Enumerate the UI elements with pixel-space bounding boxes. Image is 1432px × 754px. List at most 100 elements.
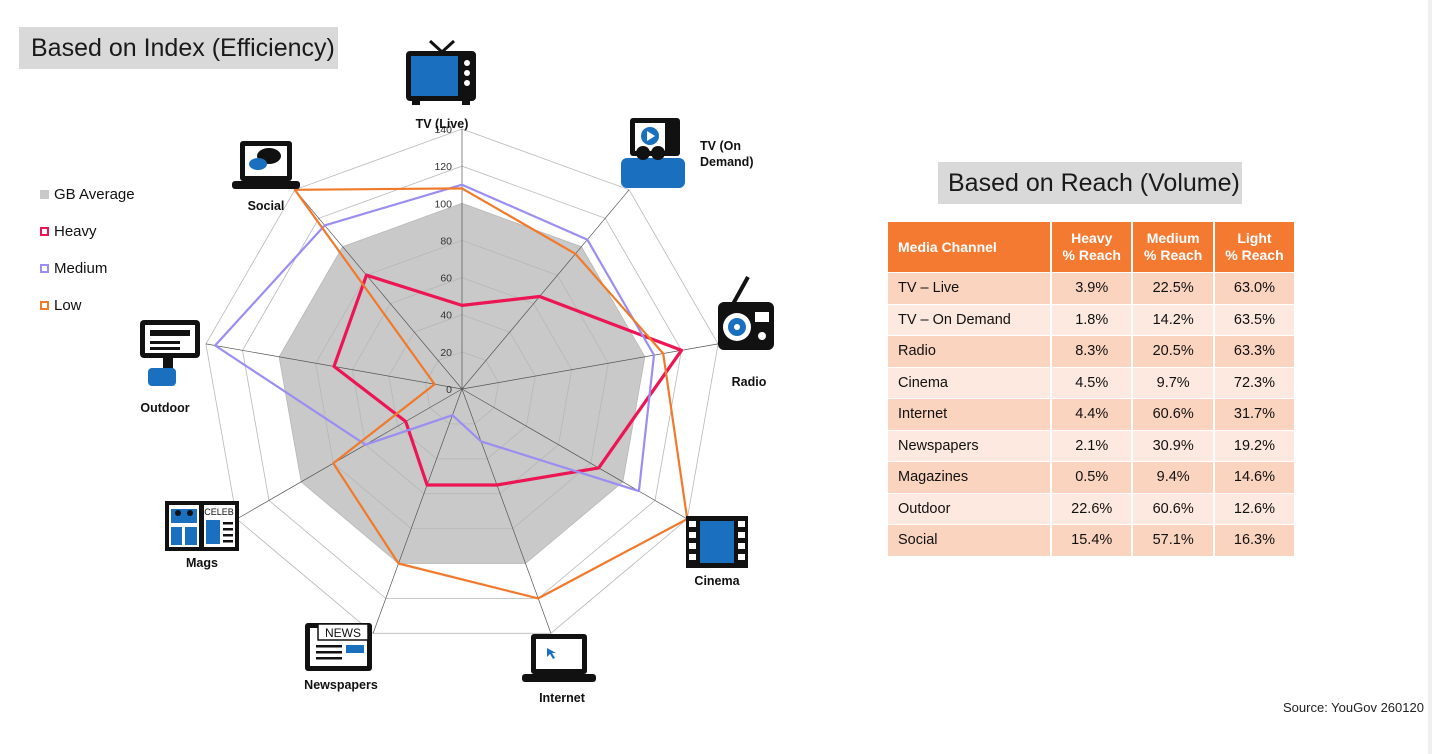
grid-ring: [278, 202, 646, 564]
reach-cell: 57.1%: [1133, 524, 1215, 556]
channel-cell: Cinema: [888, 366, 1052, 398]
tv-icon: [406, 39, 476, 105]
legend-swatch: [40, 301, 49, 310]
column-header: Light% Reach: [1214, 222, 1294, 272]
reach-cell: 63.3%: [1214, 335, 1294, 367]
tick-label: 140: [434, 124, 452, 136]
tick-label: 40: [440, 310, 452, 322]
grid-ring: [388, 314, 536, 460]
channel-cell: Social: [888, 524, 1052, 556]
reach-cell: 63.5%: [1214, 303, 1294, 335]
svg-text:CELEB: CELEB: [204, 507, 234, 517]
channel-cell: TV – On Demand: [888, 303, 1052, 335]
column-header-text: % Reach: [1062, 247, 1121, 263]
category-label-internet: Internet: [539, 691, 586, 705]
billboard-icon: [140, 320, 200, 386]
tick-label: 20: [440, 347, 452, 359]
legend-swatch: [40, 190, 49, 199]
tick-label: 80: [440, 235, 452, 247]
legend-label: Heavy: [54, 223, 97, 240]
scrollbar-track[interactable]: [1428, 0, 1432, 754]
grid-ring: [242, 165, 682, 599]
reach-cell: 15.4%: [1052, 524, 1134, 556]
category-label-radio: Radio: [732, 375, 767, 389]
reach-cell: 60.6%: [1133, 492, 1215, 524]
axis-spoke: [461, 189, 630, 390]
channel-cell: Internet: [888, 398, 1052, 430]
index-title: Based on Index (Efficiency): [19, 27, 338, 69]
grid-ring: [315, 239, 609, 529]
reach-cell: 9.7%: [1133, 366, 1215, 398]
column-header-text: Heavy: [1071, 230, 1113, 246]
tick-label: 100: [434, 198, 452, 210]
axis-spoke: [461, 343, 719, 390]
reach-cell: 14.6%: [1214, 461, 1294, 493]
reach-cell: 1.8%: [1052, 303, 1134, 335]
legend-swatch: [40, 264, 49, 273]
reach-cell: 12.6%: [1214, 492, 1294, 524]
newspaper-icon: NEWS: [305, 623, 372, 671]
legend-item-gb-average: GB Average: [40, 176, 135, 213]
laptop-icon: [522, 634, 596, 682]
tick-label: 60: [440, 273, 452, 285]
tv-on-demand-icon: [621, 118, 685, 188]
axis-spoke: [236, 388, 463, 520]
legend-label: Low: [54, 297, 82, 314]
category-label-tv-live: TV (Live): [416, 117, 469, 131]
legend-item-medium: Medium: [40, 250, 135, 287]
reach-cell: 31.7%: [1214, 398, 1294, 430]
channel-cell: Newspapers: [888, 429, 1052, 461]
axis-spoke: [461, 388, 688, 520]
reach-cell: 9.4%: [1133, 461, 1215, 493]
reach-title: Based on Reach (Volume): [938, 162, 1242, 204]
social-laptop-icon: [232, 141, 300, 189]
category-label-cinema: Cinema: [694, 574, 740, 588]
column-header-text: Light: [1237, 230, 1272, 246]
tick-label: 0: [446, 384, 452, 396]
column-header-text: % Reach: [1225, 247, 1284, 263]
axis-spoke: [461, 388, 552, 634]
magazine-icon: CELEB: [165, 501, 239, 551]
reach-cell: 22.5%: [1133, 272, 1215, 304]
reach-cell: 22.6%: [1052, 492, 1134, 524]
grid-ring: [205, 128, 719, 634]
reach-cell: 72.3%: [1214, 366, 1294, 398]
category-label-social: Social: [248, 199, 285, 213]
tick-label: 120: [434, 161, 452, 173]
reach-cell: 3.9%: [1052, 272, 1134, 304]
category-label-newspapers: Newspapers: [304, 678, 378, 692]
reach-cell: 63.0%: [1214, 272, 1294, 304]
series-heavy-line: [332, 273, 684, 487]
svg-text:NEWS: NEWS: [325, 626, 361, 640]
grid-ring: [351, 277, 573, 495]
reach-cell: 20.5%: [1133, 335, 1215, 367]
reach-cell: 16.3%: [1214, 524, 1294, 556]
channel-cell: Outdoor: [888, 492, 1052, 524]
column-header: Media Channel: [888, 222, 1052, 272]
category-label-mags: Mags: [186, 556, 218, 570]
legend-swatch: [40, 227, 49, 236]
source-note: Source: YouGov 260120: [1283, 700, 1424, 715]
axis-spoke: [294, 189, 463, 390]
reach-cell: 4.4%: [1052, 398, 1134, 430]
reach-cell: 4.5%: [1052, 366, 1134, 398]
series-low-line: [293, 187, 689, 600]
axis-spoke: [372, 388, 463, 634]
column-header-text: % Reach: [1144, 247, 1203, 263]
channel-cell: Magazines: [888, 461, 1052, 493]
legend-item-heavy: Heavy: [40, 213, 135, 250]
reach-cell: 14.2%: [1133, 303, 1215, 335]
column-header: Heavy% Reach: [1052, 222, 1134, 272]
